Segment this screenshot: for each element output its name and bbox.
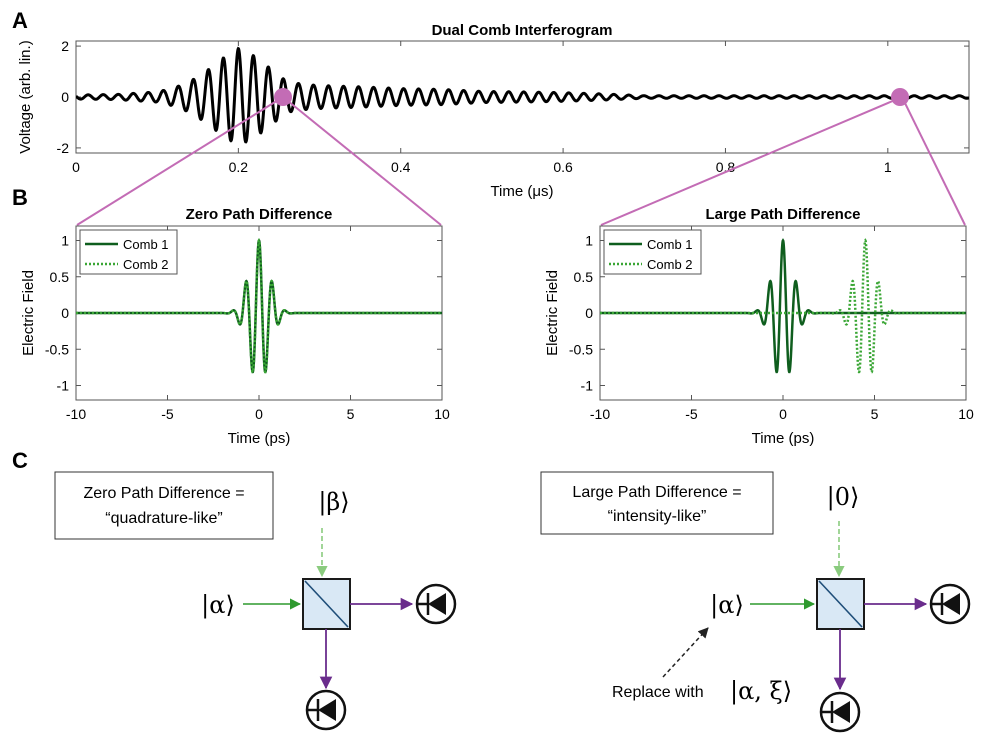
large-path-legend-comb1-label: Comb 1 <box>647 237 693 252</box>
zoom-marker-zero-path <box>274 88 293 106</box>
quadrature-box-line2: “quadrature-like” <box>105 510 222 527</box>
zero-path-xtick-label: -10 <box>66 406 86 422</box>
zero-path-ylabel: Electric Field <box>20 270 37 356</box>
large-path-comb2-line <box>600 238 966 374</box>
photodiode-icon <box>929 583 971 625</box>
interferogram-title: Dual Comb Interferogram <box>432 22 613 39</box>
zero-path-ticks: -10 -5 0 5 10 -1 -0.5 0 0.5 1 <box>45 226 450 422</box>
beamsplitter-diagonal-left <box>304 580 349 628</box>
zero-path-legend-comb2-label: Comb 2 <box>123 257 169 272</box>
zero-path-ytick-label: 1 <box>61 233 69 249</box>
beamsplitter-diagonal-right <box>818 580 863 628</box>
photodiode-icon <box>819 691 861 733</box>
zero-path-legend-comb1-label: Comb 1 <box>123 237 169 252</box>
large-path-ytick-label: 0.5 <box>574 269 594 285</box>
intensity-box-line1: Large Path Difference = <box>572 484 741 501</box>
signal-ket-alpha-left: |α⟩ <box>201 591 235 620</box>
zero-path-xlabel: Time (ps) <box>228 430 291 447</box>
large-path-legend-box <box>603 229 702 275</box>
large-path-legend: Comb 1 Comb 2 <box>603 229 702 275</box>
large-path-ticks: -10 -5 0 5 10 -1 -0.5 0 0.5 1 <box>569 226 974 422</box>
interferogram-xtick-label: 1 <box>884 159 892 175</box>
interferogram-xtick-label: 0.6 <box>553 159 573 175</box>
beamsplitter-right <box>816 578 865 630</box>
beamsplitter-left <box>302 578 351 630</box>
quadrature-box-line1: Zero Path Difference = <box>83 485 244 502</box>
zero-path-comb2-line <box>76 238 442 374</box>
interferogram-ytick-label: 0 <box>61 89 69 105</box>
interferogram-ylabel: Voltage (arb. lin.) <box>17 40 34 153</box>
replace-label: Replace with <box>612 684 704 701</box>
zero-path-chart: Zero Path Difference -10 -5 0 5 10 -1 -0.5 0 0.5… <box>20 206 450 447</box>
interferogram-ytick-label: -2 <box>57 140 70 156</box>
zero-path-xtick-label: 10 <box>434 406 450 422</box>
zero-path-ytick-label: 0 <box>61 305 69 321</box>
large-path-chart: Large Path Difference -10 -5 0 5 10 -1 -0.5 0 0.… <box>544 206 974 447</box>
large-path-ytick-label: 1 <box>585 233 593 249</box>
intensity-box-line2: “intensity-like” <box>608 508 707 525</box>
panel-letter-b: B <box>12 185 28 210</box>
lo-ket-vacuum: |0⟩ <box>827 483 860 512</box>
zero-path-ytick-label: 0.5 <box>50 269 70 285</box>
lo-ket-beta: |β⟩ <box>318 488 349 517</box>
interferogram-ytick-label: 2 <box>61 38 69 54</box>
zero-path-legend: Comb 1 Comb 2 <box>79 229 178 275</box>
large-path-legend-comb2-label: Comb 2 <box>647 257 693 272</box>
zero-path-xtick-label: -5 <box>161 406 174 422</box>
interferogram-xtick-label: 0.4 <box>391 159 411 175</box>
panel-letter-c: C <box>12 448 28 473</box>
interferogram-xlabel: Time (μs) <box>490 183 553 200</box>
large-path-ytick-label: 0 <box>585 305 593 321</box>
zoom-line-left-2 <box>282 96 442 226</box>
large-path-xtick-label: 10 <box>958 406 974 422</box>
quadrature-diagram: Zero Path Difference = “quadrature-like”… <box>54 471 457 731</box>
large-path-xtick-label: 0 <box>779 406 787 422</box>
large-path-ylabel: Electric Field <box>544 270 561 356</box>
large-path-xtick-label: 5 <box>871 406 879 422</box>
panel-letter-a: A <box>12 8 28 33</box>
signal-ket-alpha-right: |α⟩ <box>710 591 744 620</box>
zoom-marker-large-path <box>890 88 909 106</box>
large-path-xtick-label: -10 <box>590 406 610 422</box>
zoom-line-right-2 <box>901 96 966 226</box>
large-path-ytick-label: -0.5 <box>569 341 593 357</box>
large-path-title: Large Path Difference <box>705 206 860 223</box>
intensity-diagram: Large Path Difference = “intensity-like”… <box>540 471 971 733</box>
replace-arrow <box>662 627 709 678</box>
zoom-connectors <box>76 88 966 226</box>
large-path-ytick-label: -1 <box>581 378 594 394</box>
zero-path-legend-box <box>79 229 178 275</box>
zero-path-xtick-label: 0 <box>255 406 263 422</box>
zoom-line-left-1 <box>76 96 284 226</box>
large-path-xtick-label: -5 <box>685 406 698 422</box>
zoom-line-right-1 <box>600 96 903 226</box>
photodiode-icon <box>415 583 457 625</box>
zero-path-xtick-label: 5 <box>347 406 355 422</box>
interferogram-xtick-label: 0 <box>72 159 80 175</box>
photodiode-icon <box>305 689 347 731</box>
interferogram-trace <box>76 46 969 144</box>
interferogram-xtick-label: 0.2 <box>229 159 249 175</box>
replace-ket-squeezed: |α, ξ⟩ <box>730 677 792 706</box>
intensity-text-box <box>540 471 774 535</box>
quadrature-text-box <box>54 471 274 540</box>
large-path-xlabel: Time (ps) <box>752 430 815 447</box>
zero-path-title: Zero Path Difference <box>186 206 333 223</box>
zero-path-ytick-label: -1 <box>57 378 70 394</box>
zero-path-ytick-label: -0.5 <box>45 341 69 357</box>
